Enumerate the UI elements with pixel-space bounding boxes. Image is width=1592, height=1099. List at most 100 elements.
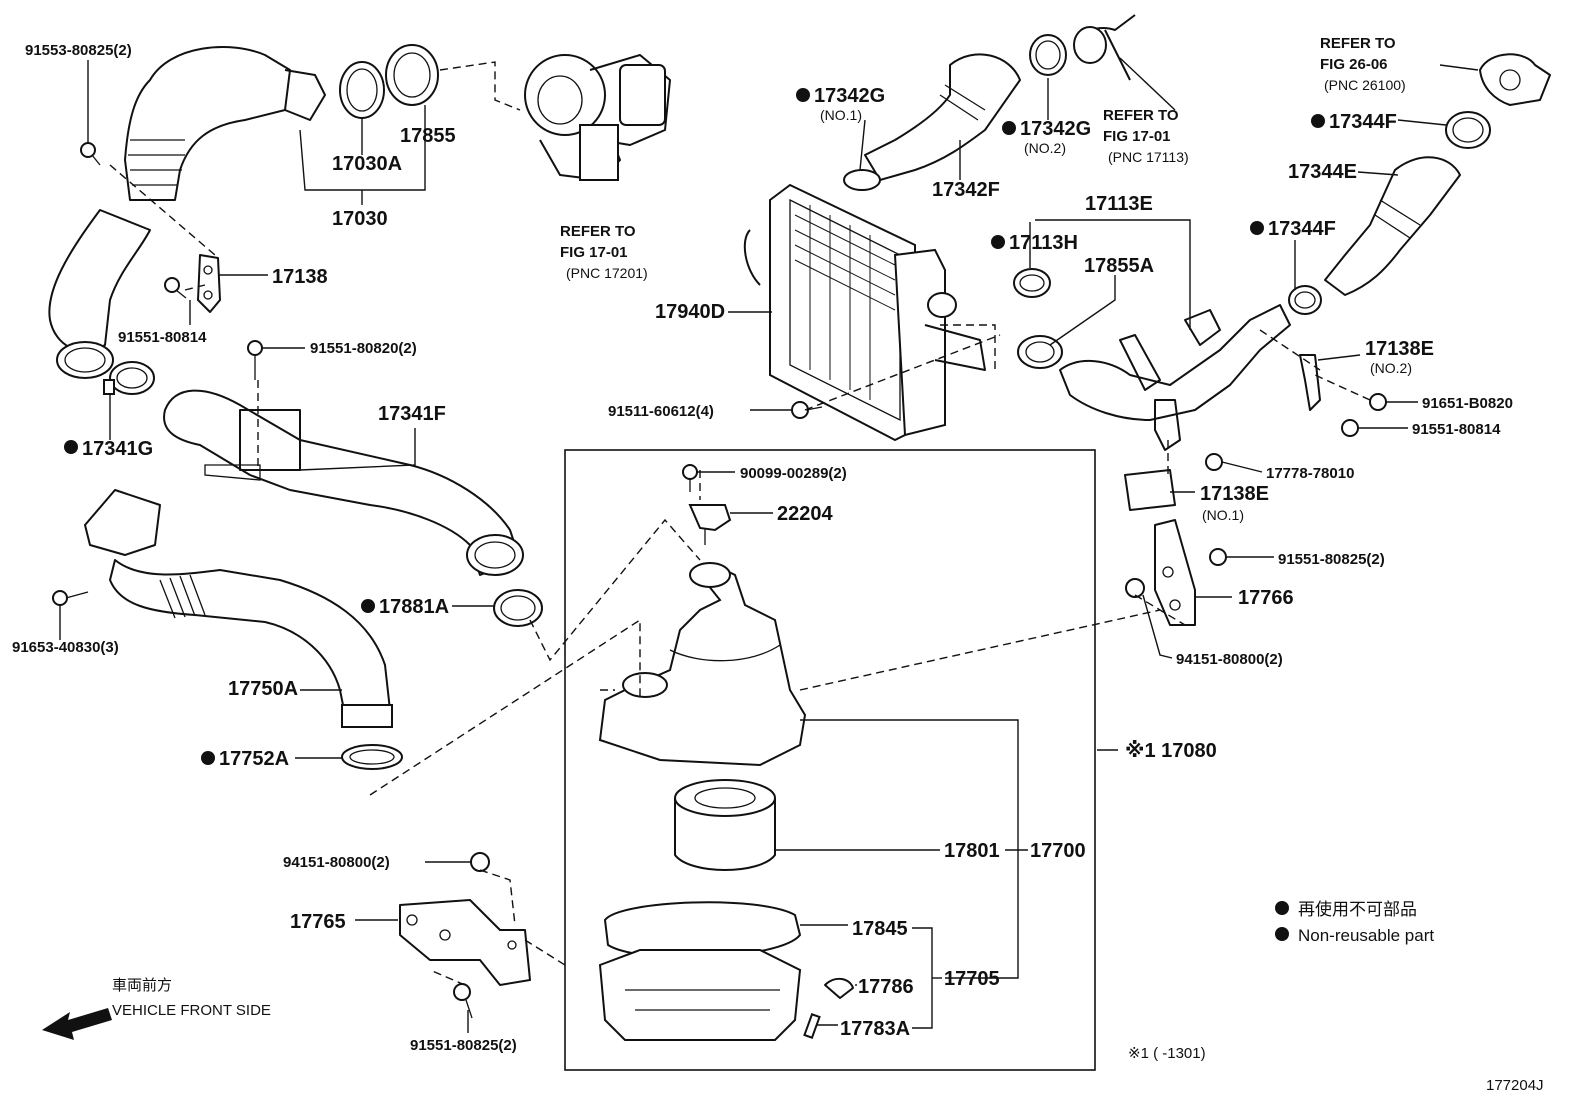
clamp-17344f-b [1288, 285, 1322, 315]
ref-pipe-line2: FIG 17-01 [1103, 128, 1171, 145]
label-91651-B0820: 91651-B0820 [1422, 395, 1513, 412]
turbocharger-reference [524, 54, 671, 181]
dashed-assembly-lines [109, 61, 1371, 986]
label-17080: ※1 17080 [1125, 740, 1217, 762]
ref-turbo-line3: (PNC 17201) [566, 265, 648, 281]
sensor-22204 [688, 504, 732, 545]
ref-pipe-line1: REFER TO [1103, 107, 1179, 124]
vehicle-front-indicator: 車両前方 VEHICLE FRONT SIDE [42, 977, 271, 1040]
non-reusable-marker [201, 751, 215, 765]
label-17030A: 17030A [332, 153, 402, 175]
bolt-91551-80825-a [453, 983, 473, 1019]
clamp-17342g-no1 [843, 169, 881, 191]
label-91551-80814-b: 91551-80814 [1412, 421, 1501, 438]
label-17138E-no2: 17138E [1365, 338, 1434, 360]
label-17342F: 17342F [932, 179, 1000, 201]
non-reusable-marker [361, 599, 375, 613]
label-17138E-no1: 17138E [1200, 483, 1269, 505]
footnote: ※1 ( -1301) [1128, 1045, 1206, 1062]
pin-17783A [803, 1013, 821, 1039]
label-17766: 17766 [1238, 587, 1294, 609]
air-pipe-17341f [163, 389, 524, 576]
front-arrow-icon [42, 1008, 112, 1040]
label-17750A: 17750A [228, 678, 298, 700]
label-91551-80814-a: 91551-80814 [118, 329, 207, 346]
label-17030: 17030 [332, 208, 388, 230]
label-94151-80800-b: 94151-80800(2) [1176, 651, 1283, 668]
inlet-duct-17750a [84, 489, 393, 728]
label-91551-80825-a: 91551-80825(2) [410, 1037, 517, 1054]
ref-turbo-line1: REFER TO [560, 223, 636, 240]
non-reusable-marker [1002, 121, 1016, 135]
label-17138E-no2-sub: (NO.2) [1370, 360, 1412, 376]
clamp-17030a [339, 61, 385, 119]
label-17705: 17705 [944, 968, 1000, 990]
non-reusable-marker [1250, 221, 1264, 235]
label-17342G-no1: 17342G [814, 85, 885, 107]
ref-fig26-line1: REFER TO [1320, 35, 1396, 52]
vehicle-front-en: VEHICLE FRONT SIDE [112, 1002, 271, 1019]
label-17138: 17138 [272, 266, 328, 288]
label-17845: 17845 [852, 918, 908, 940]
bolt-17778-78010 [1205, 453, 1223, 471]
label-17940D: 17940D [655, 301, 725, 323]
intake-elbow-hose-17341 [48, 46, 326, 379]
bracket-17766 [1154, 519, 1196, 626]
reference-notes: REFER TO FIG 17-01 (PNC 17201) REFER TO … [560, 35, 1406, 281]
clamp-17344f-a [1445, 111, 1491, 149]
bolt-91511-60612 [791, 401, 823, 419]
pipe-reference-17113 [1073, 14, 1136, 81]
label-17783A: 17783A [840, 1018, 910, 1040]
fig26-reference-part [1479, 53, 1551, 106]
bracket-17138e-no2 [1299, 354, 1321, 411]
clamp-17881a [493, 589, 543, 627]
label-17855A: 17855A [1084, 255, 1154, 277]
label-17881A: 17881A [379, 596, 449, 618]
label-17855: 17855 [400, 125, 456, 147]
ref-fig26-line2: FIG 26-06 [1320, 56, 1388, 73]
label-17113E: 17113E [1085, 193, 1153, 215]
intercooler-core-grid [794, 205, 896, 400]
legend-marker-jp [1275, 901, 1289, 915]
non-reusable-marker [1311, 114, 1325, 128]
part-labels: 91553-80825(2) 17030A 17855 17030 17138 … [12, 42, 1513, 1054]
figure-code: 177204J [1486, 1077, 1544, 1094]
label-94151-80800-a: 94151-80800(2) [283, 854, 390, 871]
label-90099-00289: 90099-00289(2) [740, 465, 847, 482]
clip-17786 [824, 977, 854, 999]
bolt-91651-b0820 [1369, 393, 1387, 411]
pipe-17113e [1059, 304, 1291, 451]
screw-90099-00289 [682, 464, 698, 492]
hose-17344e [1324, 156, 1461, 296]
label-17786: 17786 [858, 976, 914, 998]
label-91653-40830: 91653-40830(3) [12, 639, 119, 656]
label-17113H: 17113H [1009, 232, 1078, 254]
nut-94151-80800-a [470, 852, 490, 872]
label-91553-80825: 91553-80825(2) [25, 42, 132, 59]
label-17752A: 17752A [219, 748, 289, 770]
bracket-17765 [399, 899, 531, 986]
label-17344E: 17344E [1288, 161, 1357, 183]
nut-94151-80800-b [1125, 578, 1145, 598]
legend: 再使用不可部品 Non-reusable part [1275, 899, 1434, 945]
non-reusable-marker [796, 88, 810, 102]
bolt-91553-80825 [80, 142, 101, 166]
leader-lines [59, 57, 1479, 1033]
hose-17855 [385, 44, 439, 106]
air-cleaner-assembly-frame [564, 449, 1096, 1071]
label-17342G-no1-sub: (NO.1) [820, 107, 862, 123]
bolt-91551-80814-b [1341, 419, 1359, 437]
clamp-17342g-no2 [1029, 34, 1067, 76]
label-17344F-a: 17344F [1329, 111, 1397, 133]
label-17342G-no2-sub: (NO.2) [1024, 140, 1066, 156]
bolt-91551-80820 [247, 340, 263, 380]
label-17778-78010: 17778-78010 [1266, 465, 1354, 482]
ref-fig26-line3: (PNC 26100) [1324, 77, 1406, 93]
vehicle-front-jp: 車両前方 [112, 977, 172, 994]
air-filter-element-17801 [674, 779, 776, 871]
clamp-17113h [1013, 268, 1051, 298]
air-cleaner-cap-17700 [598, 562, 807, 767]
bracket-17138 [197, 254, 221, 313]
label-91551-80820: 91551-80820(2) [310, 340, 417, 357]
